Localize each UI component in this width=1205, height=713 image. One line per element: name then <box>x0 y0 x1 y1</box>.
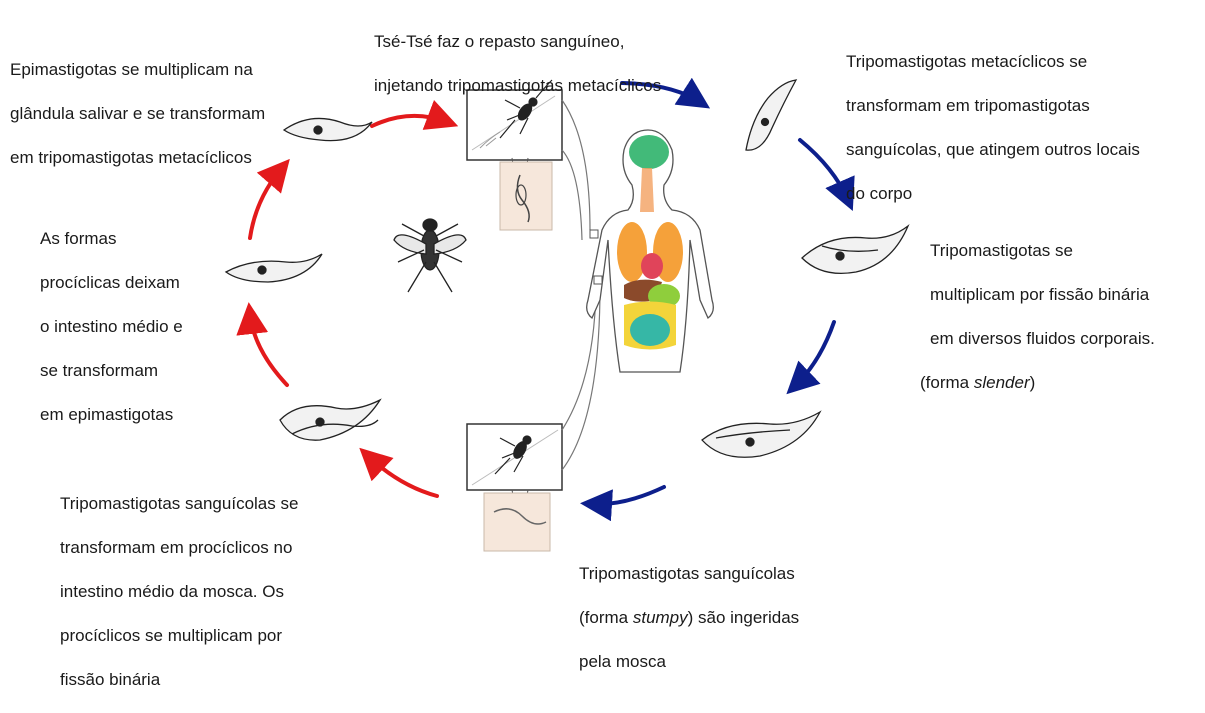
metacyclic-transform-label: Tripomastigotas metacíclicos se transfor… <box>846 29 1140 227</box>
small-intestine <box>630 314 670 346</box>
arrow-metacyclic-to-slender <box>800 140 848 200</box>
slender-label: Tripomastigotas se multiplicam por fissã… <box>930 218 1155 416</box>
arrow-ingested-to-procyclic <box>368 456 437 496</box>
skin-sample-left <box>590 230 598 238</box>
arrow-procyclic-to-epi <box>250 314 287 385</box>
epimastigote-form-label: As formas procíclicas deixam o intestino… <box>12 206 183 448</box>
brain <box>629 135 669 169</box>
skin-sample-right <box>594 276 602 284</box>
arrow-stumpy-to-ingested <box>592 487 664 504</box>
arrow-slender-to-stumpy <box>795 322 834 386</box>
stumpy-label: Tripomastigotas sanguícolas (forma stump… <box>579 541 799 695</box>
human-body-figure <box>587 130 714 372</box>
slender-trypomastigote-icon <box>802 226 908 273</box>
stumpy-trypomastigote-icon <box>702 412 820 457</box>
feeding-label: Tsé-Tsé faz o repasto sanguíneo, injetan… <box>374 9 661 119</box>
heart <box>641 253 663 279</box>
fly-stage-arrows <box>250 116 447 496</box>
epimastigote-salivary-icon <box>284 118 372 140</box>
metacyclic-icon <box>746 80 796 150</box>
epimastigote-icon <box>226 254 322 282</box>
left-lung <box>617 222 647 282</box>
bottom-bite-inset <box>467 424 562 551</box>
salivary-label: Epimastigotas se multiplicam na glândula… <box>10 37 265 191</box>
procyclic-label: Tripomastigotas sanguícolas se transform… <box>60 471 298 713</box>
tsetse-fly-icon <box>394 219 466 292</box>
throat <box>640 168 654 212</box>
trypanosome-cells <box>226 80 908 457</box>
procyclic-icon <box>280 400 380 440</box>
